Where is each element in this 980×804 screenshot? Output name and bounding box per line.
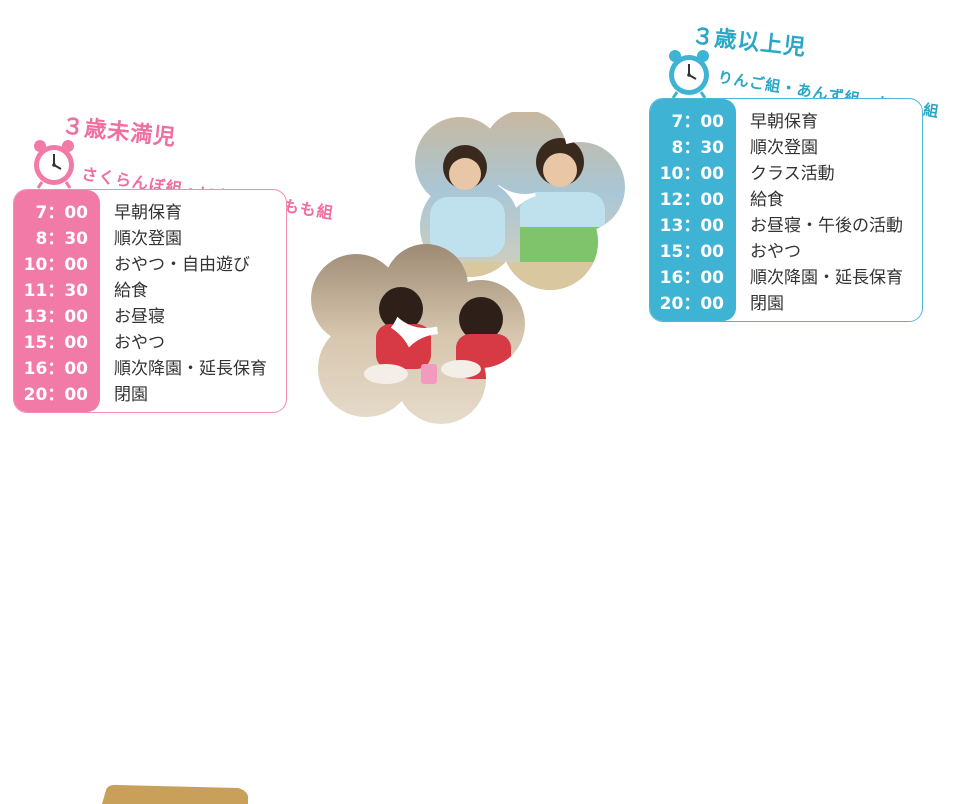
schedule-time: 11：30 (23, 281, 88, 301)
alarm-clock-icon (34, 140, 74, 189)
schedule-time: 12：00 (659, 190, 724, 210)
schedule-activity: 閉園 (750, 294, 784, 314)
schedule-time: 16：00 (659, 268, 724, 288)
over3-group: ３歳以上児 りんご組・あんず組・かりん組 7：00 8：30 10：00 12：… (640, 0, 980, 330)
schedule-activity: クラス活動 (750, 164, 835, 184)
schedule-time: 13：00 (23, 307, 88, 327)
schedule-time: 20：00 (23, 385, 88, 405)
schedule-activity: 給食 (750, 190, 784, 210)
under3-activity-column: 早朝保育 順次登園 おやつ・自由遊び 給食 お昼寝 おやつ 順次降園・延長保育 … (100, 190, 277, 412)
wooden-board-decoration (102, 784, 248, 804)
schedule-time: 15：00 (23, 333, 88, 353)
schedule-time: 8：30 (671, 138, 725, 158)
schedule-activity: 順次登園 (750, 138, 818, 158)
schedule-time: 16：00 (23, 359, 88, 379)
under3-time-column: 7：00 8：30 10：00 11：30 13：00 15：00 16：00 … (14, 190, 100, 412)
schedule-time: 8：30 (35, 229, 89, 249)
schedule-activity: 給食 (114, 281, 148, 301)
schedule-activity: 順次降園・延長保育 (750, 268, 903, 288)
schedule-time: 15：00 (659, 242, 724, 262)
schedule-activity: 早朝保育 (750, 112, 818, 132)
schedule-time: 10：00 (659, 164, 724, 184)
over3-schedule: 7：00 8：30 10：00 12：00 13：00 15：00 16：00 … (649, 98, 923, 322)
schedule-activity: 早朝保育 (114, 203, 182, 223)
lunch-photo-bottom (311, 244, 525, 424)
schedule-activity: お昼寝 (114, 307, 165, 327)
schedule-activity: おやつ・自由遊び (114, 255, 250, 275)
schedule-activity: 順次登園 (114, 229, 182, 249)
schedule-time: 7：00 (35, 203, 89, 223)
schedule-activity: おやつ (114, 333, 165, 353)
schedule-activity: 順次降園・延長保育 (114, 359, 267, 379)
over3-time-column: 7：00 8：30 10：00 12：00 13：00 15：00 16：00 … (650, 99, 736, 321)
schedule-time: 13：00 (659, 216, 724, 236)
alarm-clock-icon (669, 50, 709, 99)
schedule-activity: おやつ (750, 242, 801, 262)
schedule-activity: お昼寝・午後の活動 (750, 216, 903, 236)
schedule-time: 10：00 (23, 255, 88, 275)
schedule-time: 20：00 (659, 294, 724, 314)
classroom-photo-top (415, 112, 625, 290)
under3-group: ３歳未満児 さくらんぼ組・いちご組・もも組 7：00 8：30 10：00 11… (0, 0, 400, 420)
over3-activity-column: 早朝保育 順次登園 クラス活動 給食 お昼寝・午後の活動 おやつ 順次降園・延長… (736, 99, 913, 321)
under3-schedule: 7：00 8：30 10：00 11：30 13：00 15：00 16：00 … (13, 189, 287, 413)
schedule-activity: 閉園 (114, 385, 148, 405)
schedule-time: 7：00 (671, 112, 725, 132)
